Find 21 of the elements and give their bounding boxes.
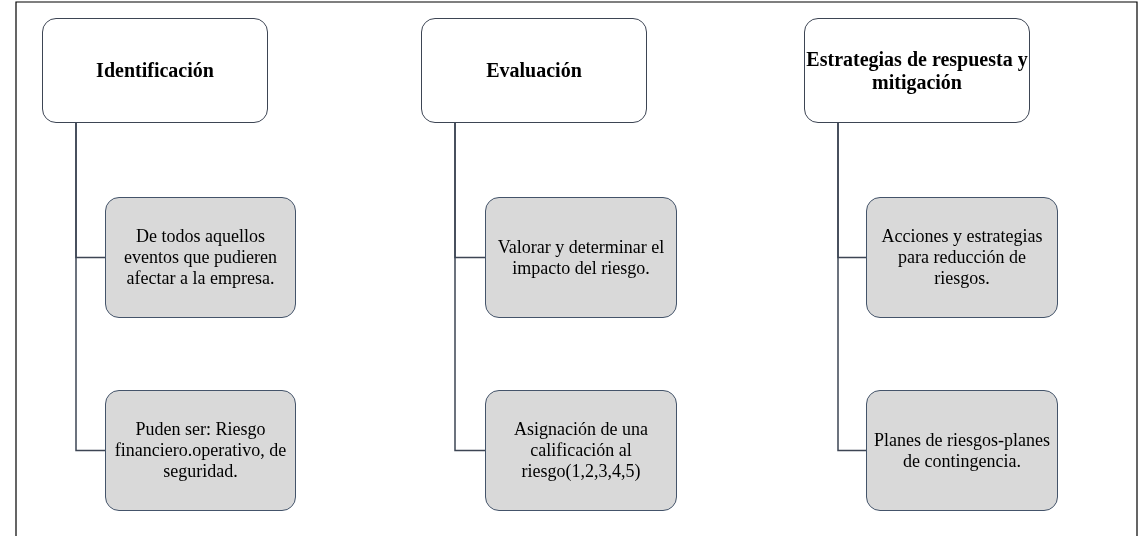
content-box xyxy=(485,390,677,511)
header-text: Identificación xyxy=(96,59,214,82)
header-box xyxy=(421,18,647,123)
content-text: Valorar y determinar el impacto del riesgo. xyxy=(496,236,666,279)
content-box xyxy=(866,390,1058,511)
content-text: Asignación de una calificación al riesgo(1,2,3,4,5) xyxy=(513,419,649,482)
content-text: Acciones y estrategias para reducción de riesgos. xyxy=(880,226,1044,289)
content-box xyxy=(105,197,296,318)
connector-line xyxy=(454,122,486,452)
content-text: Planes de riesgos-planes de contingencia. xyxy=(873,429,1051,472)
connector-line xyxy=(837,122,867,452)
header-text: Evaluación xyxy=(486,59,582,82)
content-box xyxy=(105,390,296,511)
header-text: Estrategias de respuesta y mitigación xyxy=(805,47,1029,94)
header-box xyxy=(42,18,268,123)
content-text: Puden ser: Riesgo financiero.operativo, de seguridad. xyxy=(113,419,288,482)
content-text: De todos aquellos eventos que pudieren afectar a la empresa. xyxy=(123,226,278,289)
header-box xyxy=(804,18,1030,123)
content-box xyxy=(485,197,677,318)
connector-line xyxy=(75,122,106,452)
content-box xyxy=(866,197,1058,318)
